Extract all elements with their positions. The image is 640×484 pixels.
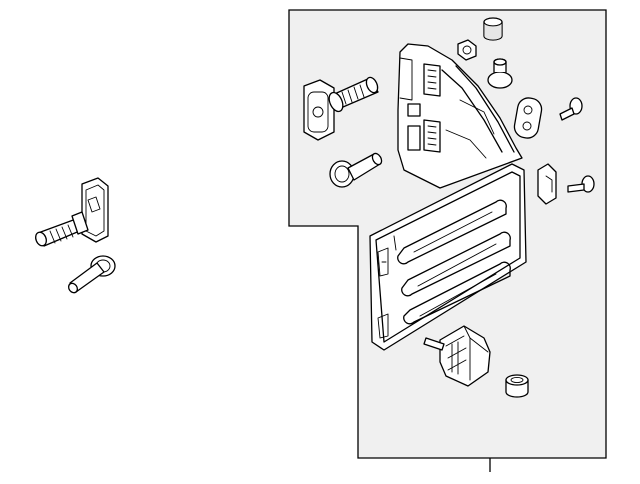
outside-pin-icon: [67, 255, 116, 294]
hex-nut-icon: [457, 39, 477, 61]
hinge-bracket-icon: [397, 43, 523, 189]
tailgate-panel-icon: [369, 163, 527, 351]
stop-block-icon: [537, 163, 557, 205]
flange-nut-icon: [487, 58, 513, 89]
screw-upper-icon: [559, 97, 583, 121]
bumper-icon: [513, 97, 543, 139]
striker-assembly-icon: [303, 76, 379, 141]
hinge-pin-icon: [329, 152, 383, 188]
cap-icon: [483, 17, 503, 41]
bushing-icon: [505, 374, 529, 398]
screw-lower-icon: [567, 175, 595, 193]
handle-assembly-icon: [423, 325, 491, 387]
outside-striker-assembly-icon: [35, 177, 109, 247]
